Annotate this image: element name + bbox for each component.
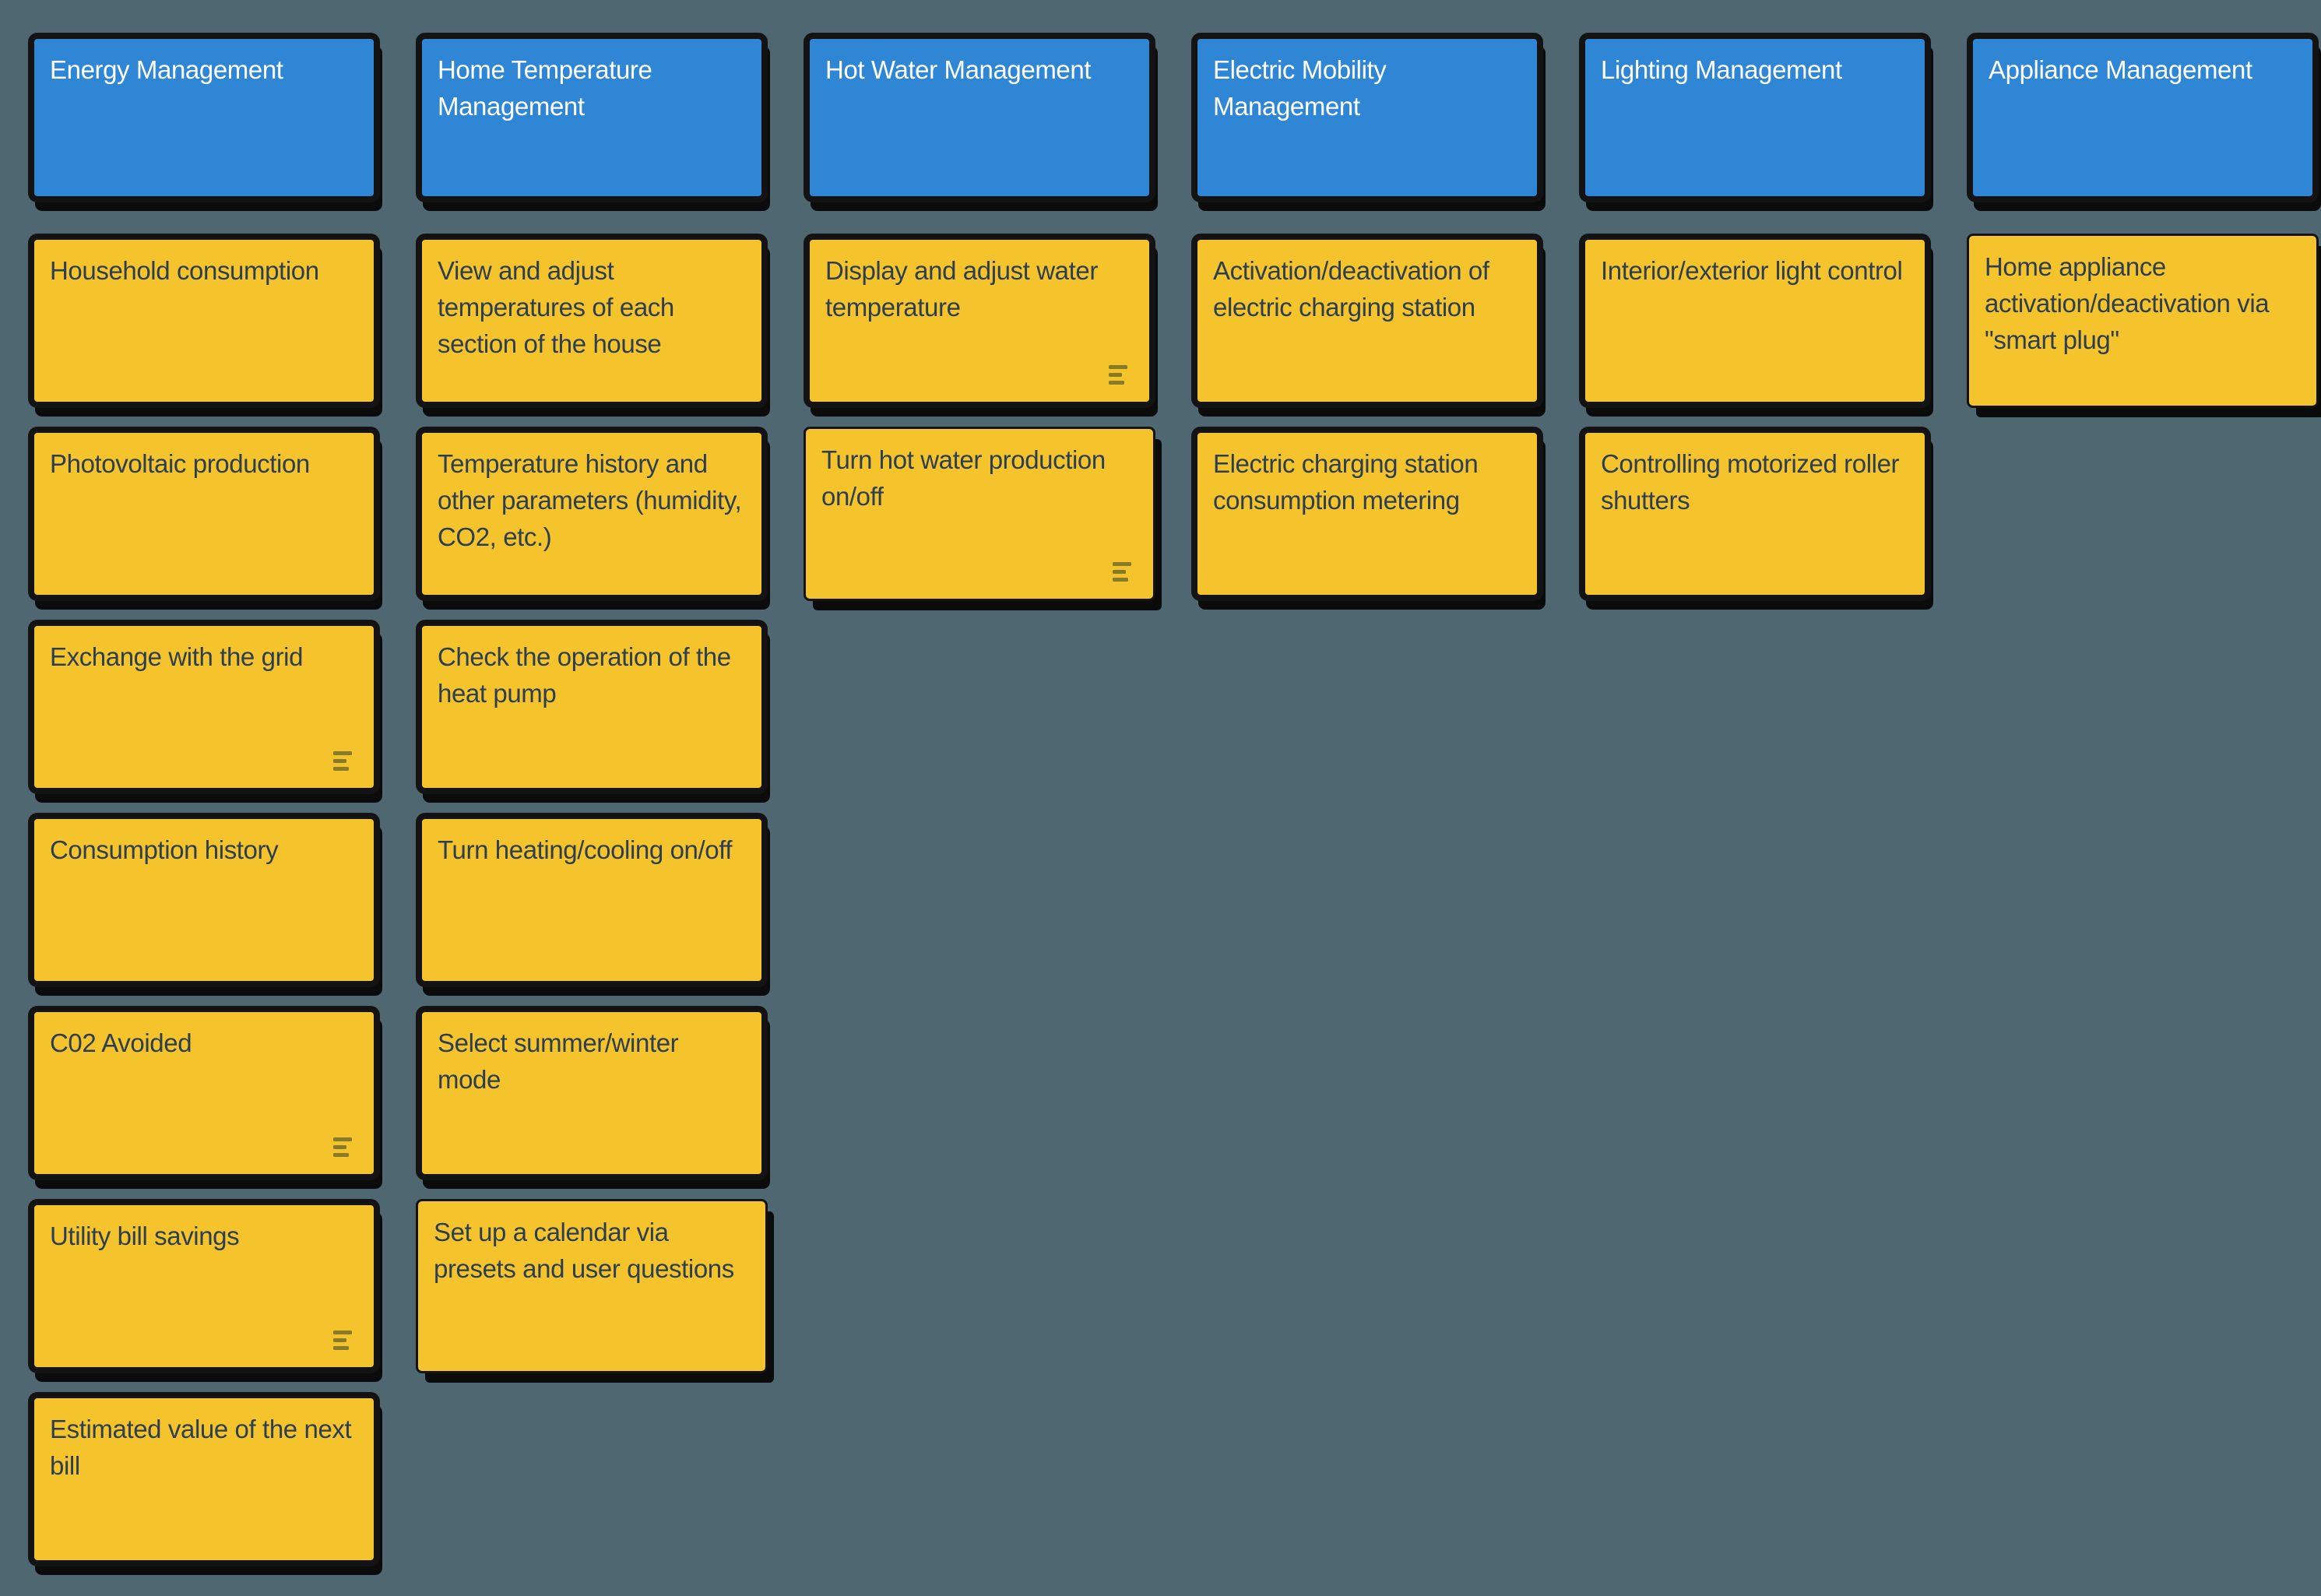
card-text: View and adjust temperatures of each sec… bbox=[438, 256, 674, 358]
notes-icon bbox=[333, 751, 352, 771]
sticky-card[interactable]: Exchange with the grid bbox=[28, 620, 380, 794]
notes-icon bbox=[1113, 562, 1131, 582]
sticky-card[interactable]: Electric charging station consumption me… bbox=[1191, 427, 1543, 601]
sticky-card[interactable]: Consumption history bbox=[28, 813, 380, 987]
column-title: Hot Water Management bbox=[825, 55, 1092, 84]
card-text: Consumption history bbox=[50, 835, 279, 864]
column-header-card[interactable]: Appliance Management bbox=[1967, 33, 2319, 202]
card-text: Home appliance activation/deactivation v… bbox=[1985, 252, 2270, 354]
card-text: Photovoltaic production bbox=[50, 449, 310, 478]
sticky-card[interactable]: C02 Avoided bbox=[28, 1006, 380, 1180]
sticky-card[interactable]: Home appliance activation/deactivation v… bbox=[1967, 234, 2319, 408]
sticky-card[interactable]: Turn heating/cooling on/off bbox=[416, 813, 768, 987]
card-text: Check the operation of the heat pump bbox=[438, 642, 731, 708]
card-text: Exchange with the grid bbox=[50, 642, 304, 671]
column-header-card[interactable]: Energy Management bbox=[28, 33, 380, 202]
card-text: Utility bill savings bbox=[50, 1222, 240, 1250]
sticky-card[interactable]: Interior/exterior light control bbox=[1579, 234, 1931, 408]
sticky-card[interactable]: Estimated value of the next bill bbox=[28, 1392, 380, 1566]
card-text: Estimated value of the next bill bbox=[50, 1415, 352, 1480]
notes-icon bbox=[333, 1331, 352, 1350]
card-text: Select summer/winter mode bbox=[438, 1028, 679, 1094]
card-text: Turn hot water production on/off bbox=[821, 445, 1106, 511]
sticky-card[interactable]: Display and adjust water temperature bbox=[804, 234, 1155, 408]
sticky-card[interactable]: Controlling motorized roller shutters bbox=[1579, 427, 1931, 601]
card-text: C02 Avoided bbox=[50, 1028, 192, 1057]
sticky-card[interactable]: Household consumption bbox=[28, 234, 380, 408]
card-text: Household consumption bbox=[50, 256, 319, 285]
sticky-card[interactable]: Utility bill savings bbox=[28, 1199, 380, 1373]
card-text: Set up a calendar via presets and user q… bbox=[434, 1218, 734, 1283]
card-text: Turn heating/cooling on/off bbox=[438, 835, 733, 864]
column-header-card[interactable]: Electric Mobility Management bbox=[1191, 33, 1543, 202]
sticky-card[interactable]: Turn hot water production on/off bbox=[804, 427, 1155, 601]
column-title: Energy Management bbox=[50, 55, 283, 84]
column-header-card[interactable]: Hot Water Management bbox=[804, 33, 1155, 202]
column-title: Electric Mobility Management bbox=[1213, 55, 1387, 121]
sticky-card[interactable]: Temperature history and other parameters… bbox=[416, 427, 768, 601]
sticky-card[interactable]: View and adjust temperatures of each sec… bbox=[416, 234, 768, 408]
sticky-card[interactable]: Activation/deactivation of electric char… bbox=[1191, 234, 1543, 408]
notes-icon bbox=[1109, 365, 1127, 385]
column-title: Lighting Management bbox=[1601, 55, 1842, 84]
column-title: Appliance Management bbox=[1989, 55, 2252, 84]
card-text: Temperature history and other parameters… bbox=[438, 449, 742, 551]
card-text: Interior/exterior light control bbox=[1601, 256, 1903, 285]
card-text: Activation/deactivation of electric char… bbox=[1213, 256, 1489, 322]
notes-icon bbox=[333, 1137, 352, 1157]
sticky-card[interactable]: Check the operation of the heat pump bbox=[416, 620, 768, 794]
card-text: Display and adjust water temperature bbox=[825, 256, 1098, 322]
card-text: Controlling motorized roller shutters bbox=[1601, 449, 1900, 515]
card-text: Electric charging station consumption me… bbox=[1213, 449, 1479, 515]
sticky-card[interactable]: Set up a calendar via presets and user q… bbox=[416, 1199, 768, 1373]
column-header-card[interactable]: Lighting Management bbox=[1579, 33, 1931, 202]
column-header-card[interactable]: Home Temperature Management bbox=[416, 33, 768, 202]
sticky-card[interactable]: Select summer/winter mode bbox=[416, 1006, 768, 1180]
sticky-card[interactable]: Photovoltaic production bbox=[28, 427, 380, 601]
column-title: Home Temperature Management bbox=[438, 55, 652, 121]
